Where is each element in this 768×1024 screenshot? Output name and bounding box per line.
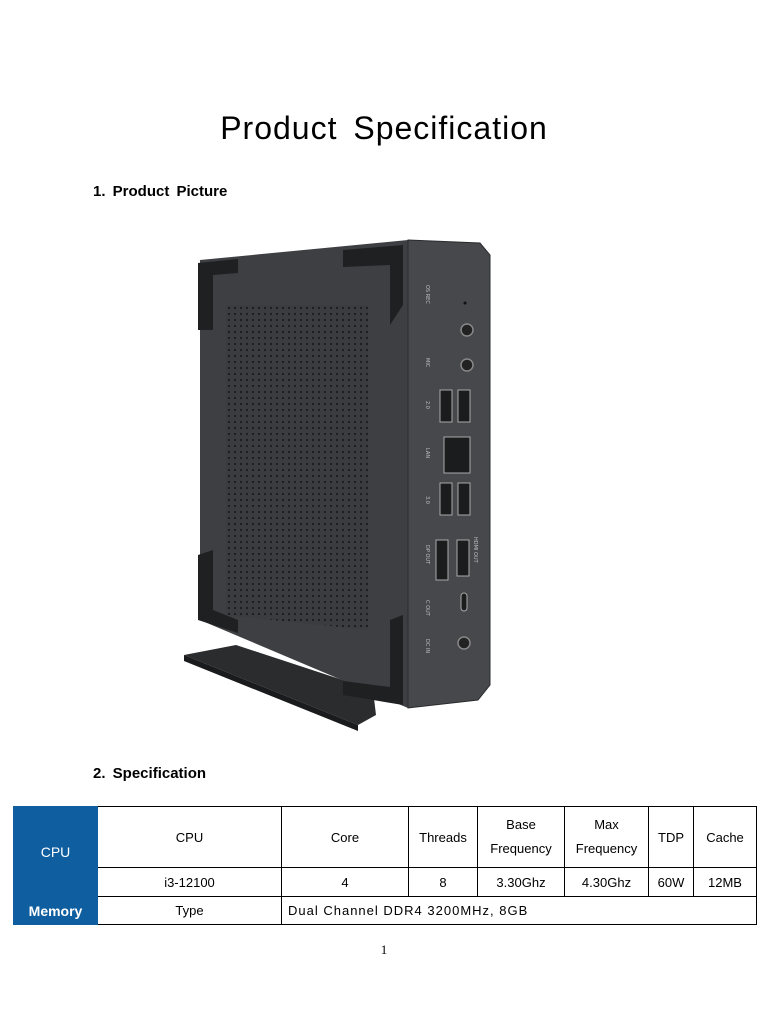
label-dc-in: DC IN <box>424 639 430 653</box>
value-tdp: 60W <box>648 867 694 897</box>
value-threads: 8 <box>408 867 478 897</box>
category-cpu: CPU <box>13 806 98 897</box>
product-picture: OS REC MIC 2.0 LAN 3.0 DP OUT HDMI OUT C… <box>184 239 491 731</box>
value-cache: 12MB <box>693 867 757 897</box>
header-cpu: CPU <box>97 806 282 868</box>
value-max-frequency: 4.30Ghz <box>564 867 649 897</box>
memory-type-label: Type <box>97 896 282 925</box>
memory-type-value: Dual Channel DDR4 3200MHz, 8GB <box>281 896 757 925</box>
specification-table: CPU CPU Core Threads Base Frequency Max … <box>13 806 757 925</box>
label-hdmi-out: HDMI OUT <box>472 537 478 564</box>
cpu-header-row: CPU CPU Core Threads Base Frequency Max … <box>13 806 757 897</box>
label-c-out: C OUT <box>424 600 430 617</box>
section-heading-specification: 2. Specification <box>93 765 207 782</box>
cpu-value-row: i3-12100 4 8 3.30Ghz 4.30Ghz 60W 12MB <box>14 867 757 897</box>
header-cache: Cache <box>693 806 757 868</box>
value-cpu: i3-12100 <box>97 867 282 897</box>
label-dp-out: DP OUT <box>424 545 430 565</box>
page-title: Product Specification <box>220 110 548 146</box>
header-base-line2: Frequency <box>490 841 552 856</box>
header-threads: Threads <box>408 806 478 868</box>
label-mic: MIC <box>424 358 430 368</box>
header-base-line1: Base <box>506 817 536 832</box>
label-usb2: 2.0 <box>424 401 430 409</box>
header-base-frequency: Base Frequency <box>477 806 565 868</box>
header-max-line1: Max <box>594 817 619 832</box>
value-core: 4 <box>281 867 409 897</box>
category-memory: Memory <box>13 896 98 925</box>
value-base-frequency: 3.30Ghz <box>477 867 565 897</box>
label-usb3: 3.0 <box>424 496 430 504</box>
section-heading-product-picture: 1. Product Picture <box>93 183 228 200</box>
memory-row: Memory Type Dual Channel DDR4 3200MHz, 8… <box>13 896 757 925</box>
header-max-frequency: Max Frequency <box>564 806 649 868</box>
header-tdp: TDP <box>648 806 694 868</box>
header-max-line2: Frequency <box>575 841 638 856</box>
label-os-rec: OS REC <box>424 285 430 304</box>
label-lan: LAN <box>424 448 430 458</box>
page-number: 1 <box>380 942 388 957</box>
header-core: Core <box>281 806 409 868</box>
